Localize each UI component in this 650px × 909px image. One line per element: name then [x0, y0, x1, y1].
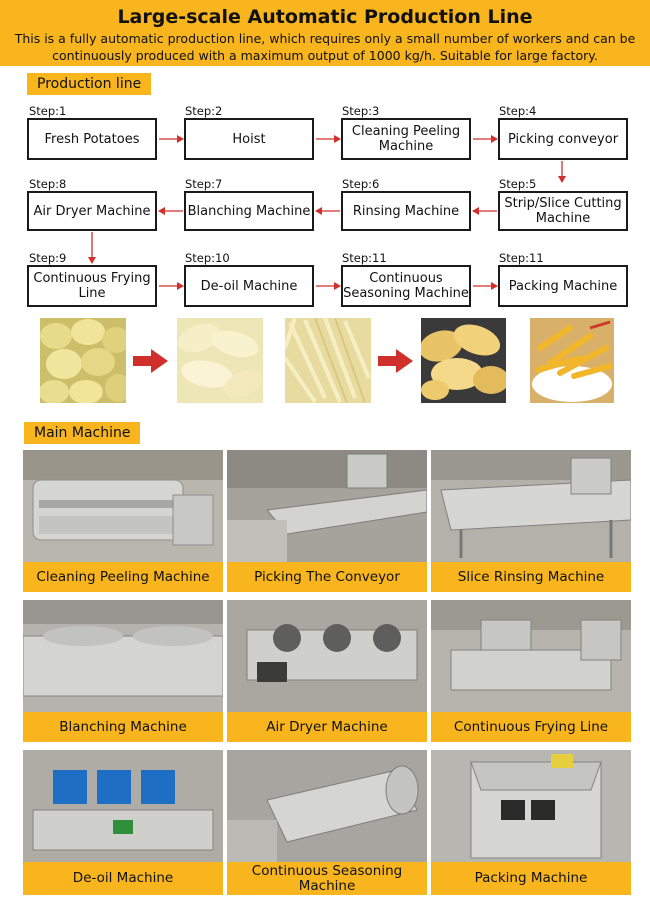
photo-peeled-potatoes	[40, 318, 126, 403]
flow-arrow-right-icon	[159, 282, 184, 290]
machine-caption: Blanching Machine	[23, 712, 223, 742]
step-box-continuous-frying: Continuous Frying Line	[27, 265, 157, 307]
machine-card: De-oil Machine	[23, 750, 223, 895]
page-description: This is a fully automatic production lin…	[14, 31, 636, 63]
machine-photo	[227, 600, 427, 712]
machine-caption: Packing Machine	[431, 862, 631, 895]
machine-photo	[23, 450, 223, 562]
machine-card: Continuous Seasoning Machine	[227, 750, 427, 895]
machine-photo	[23, 600, 223, 712]
machine-caption: Continuous Frying Line	[431, 712, 631, 742]
machine-card: Continuous Frying Line	[431, 600, 631, 742]
main-machine-label: Main Machine	[24, 422, 141, 444]
machine-caption: Picking The Conveyor	[227, 562, 427, 592]
step-tag: Step:5	[499, 177, 537, 191]
photo-potato-strips	[285, 318, 371, 403]
step-tag: Step:9	[29, 251, 67, 265]
flow-arrow-right-icon	[159, 135, 184, 143]
flow-arrow-right-icon	[473, 282, 498, 290]
machine-photo	[23, 750, 223, 862]
machine-caption: Cleaning Peeling Machine	[23, 562, 223, 592]
machine-photo	[227, 450, 427, 562]
step-box-cleaning-peeling: Cleaning Peeling Machine	[341, 118, 471, 160]
product-arrow-icon	[133, 349, 168, 373]
machine-caption: De-oil Machine	[23, 862, 223, 895]
machine-caption: Slice Rinsing Machine	[431, 562, 631, 592]
step-box-de-oil: De-oil Machine	[184, 265, 314, 307]
flow-arrow-right-icon	[316, 282, 341, 290]
flow-arrow-left-icon	[472, 207, 497, 215]
step-box-hoist: Hoist	[184, 118, 314, 160]
machine-caption: Air Dryer Machine	[227, 712, 427, 742]
step-box-rinsing: Rinsing Machine	[341, 191, 471, 231]
step-tag: Step:2	[185, 104, 223, 118]
step-tag: Step:7	[185, 177, 223, 191]
step-tag: Step:8	[29, 177, 67, 191]
machine-card: Air Dryer Machine	[227, 600, 427, 742]
photo-french-fries	[530, 318, 614, 403]
step-tag: Step:11	[499, 251, 544, 265]
step-box-continuous-seasoning: Continuous Seasoning Machine	[341, 265, 471, 307]
photo-potato-slices	[177, 318, 263, 403]
step-box-packing: Packing Machine	[498, 265, 628, 307]
machine-photo	[431, 600, 631, 712]
step-tag: Step:4	[499, 104, 537, 118]
machine-photo	[431, 450, 631, 562]
page-title: Large-scale Automatic Production Line	[117, 6, 533, 28]
step-tag: Step:3	[342, 104, 380, 118]
machine-card: Blanching Machine	[23, 600, 223, 742]
flow-arrow-down-icon	[88, 232, 96, 264]
flow-arrow-right-icon	[473, 135, 498, 143]
photo-potato-chips	[421, 318, 506, 403]
flow-arrow-down-icon	[558, 161, 566, 183]
step-tag: Step:6	[342, 177, 380, 191]
step-tag: Step:10	[185, 251, 230, 265]
machine-card: Slice Rinsing Machine	[431, 450, 631, 592]
step-box-air-dryer: Air Dryer Machine	[27, 191, 157, 231]
product-arrow-icon	[378, 349, 413, 373]
step-box-fresh-potatoes: Fresh Potatoes	[27, 118, 157, 160]
step-box-blanching: Blanching Machine	[184, 191, 314, 231]
step-tag: Step:1	[29, 104, 67, 118]
production-line-label: Production line	[27, 73, 152, 95]
step-box-picking-conveyor: Picking conveyor	[498, 118, 628, 160]
machine-card: Packing Machine	[431, 750, 631, 895]
machine-photo	[431, 750, 631, 862]
machine-card: Picking The Conveyor	[227, 450, 427, 592]
machine-caption: Continuous Seasoning Machine	[227, 862, 427, 895]
machine-photo	[227, 750, 427, 862]
flow-arrow-left-icon	[315, 207, 340, 215]
step-box-strip-slice-cutting: Strip/Slice Cutting Machine	[498, 191, 628, 231]
machine-card: Cleaning Peeling Machine	[23, 450, 223, 592]
flow-arrow-right-icon	[316, 135, 341, 143]
page-header: Large-scale Automatic Production Line Th…	[0, 0, 650, 66]
flow-arrow-left-icon	[158, 207, 183, 215]
step-tag: Step:11	[342, 251, 387, 265]
